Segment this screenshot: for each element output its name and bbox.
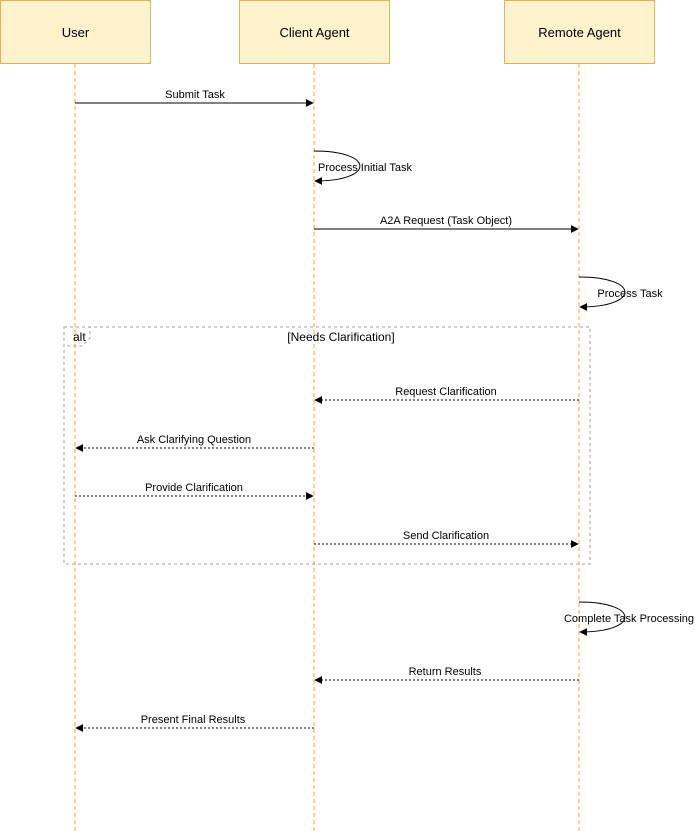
- msg-send-clarification-label: Send Clarification: [403, 530, 489, 542]
- participant-remote-agent: Remote Agent: [504, 0, 655, 64]
- participant-client-agent: Client Agent: [239, 0, 390, 64]
- msg-present-final-results-label: Present Final Results: [141, 714, 246, 726]
- alt-frame-tab: [64, 326, 91, 347]
- participant-user: User: [0, 0, 151, 64]
- alt-operator-label: alt: [73, 330, 86, 344]
- msg-a2a-request-label: A2A Request (Task Object): [380, 215, 512, 227]
- participant-remote-agent-label: Remote Agent: [538, 24, 621, 40]
- msg-provide-clarification-label: Provide Clarification: [145, 482, 243, 494]
- msg-process-initial-task-arrow: [313, 150, 361, 185]
- alt-condition-label: [Needs Clarification]: [287, 330, 394, 344]
- msg-complete-task-processing-arrow: [578, 601, 626, 636]
- participant-user-label: User: [61, 24, 90, 40]
- msg-ask-clarifying-question-label: Ask Clarifying Question: [137, 434, 251, 446]
- msg-complete-task-processing-label: Complete Task Processing: [564, 613, 694, 625]
- msg-process-task-label: Process Task: [597, 288, 663, 300]
- participant-client-agent-label: Client Agent: [279, 24, 350, 40]
- alt-frame: [63, 326, 591, 565]
- msg-process-task-arrow: [578, 276, 626, 311]
- msg-request-clarification-label: Request Clarification: [395, 386, 497, 398]
- msg-submit-task-label: Submit Task: [165, 89, 225, 101]
- msg-process-initial-task-label: Process Initial Task: [318, 162, 412, 174]
- msg-return-results-label: Return Results: [409, 666, 482, 678]
